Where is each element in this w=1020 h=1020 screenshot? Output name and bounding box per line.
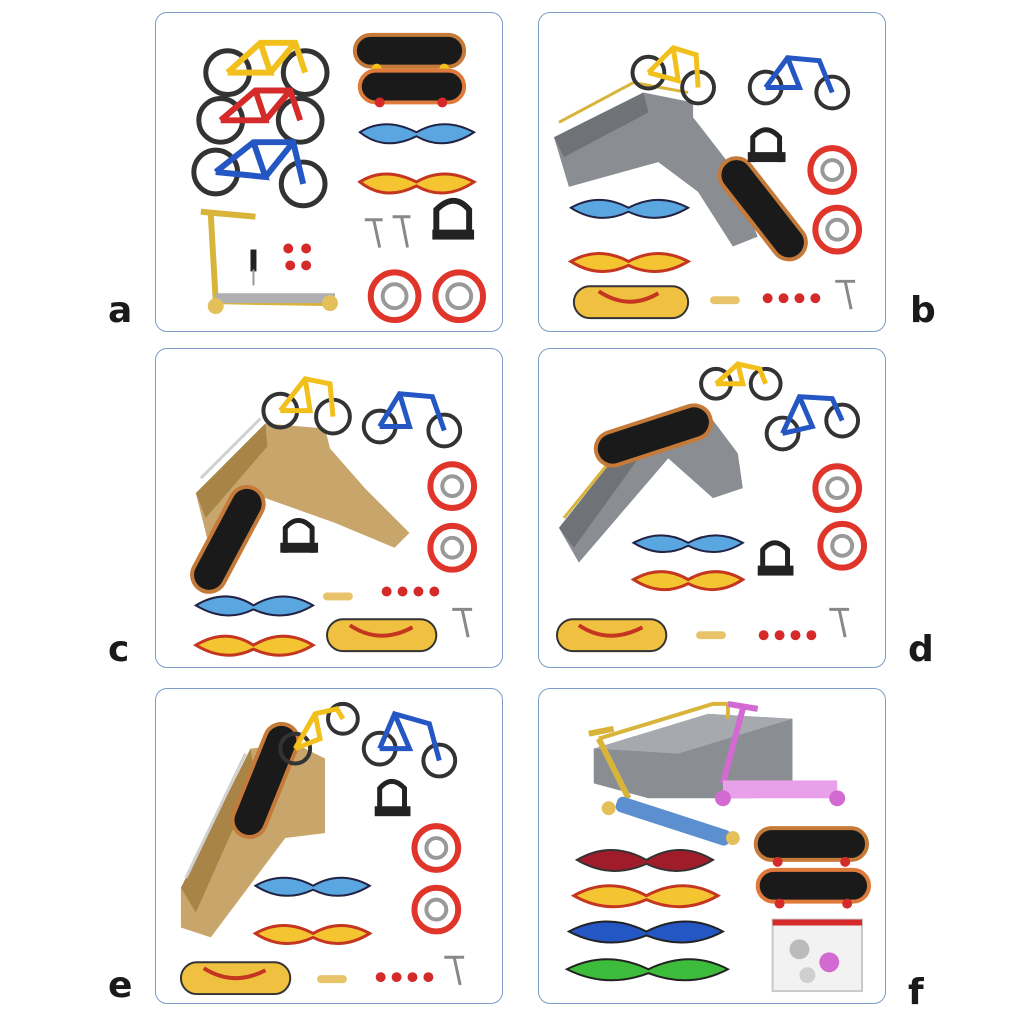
t-tools bbox=[364, 215, 411, 248]
panel-d bbox=[538, 348, 886, 668]
bike-yellow bbox=[261, 376, 352, 436]
bike-blue bbox=[361, 710, 458, 779]
axle-part bbox=[710, 296, 740, 305]
skateboard-2 bbox=[755, 867, 871, 909]
axle-part bbox=[317, 975, 347, 984]
panel-label-d: d bbox=[908, 629, 934, 670]
red-bearings bbox=[758, 630, 817, 641]
panel-e-illustration bbox=[179, 701, 465, 996]
skateboard-graphic bbox=[179, 961, 292, 996]
caster-board-blue bbox=[566, 920, 726, 944]
spare-wheels bbox=[411, 823, 462, 935]
caster-board-yellow bbox=[192, 634, 316, 657]
red-bearings bbox=[381, 586, 440, 597]
red-bearings bbox=[762, 293, 821, 304]
panel-c bbox=[155, 348, 503, 668]
axle-part bbox=[323, 592, 353, 601]
panel-d-illustration bbox=[555, 361, 868, 653]
skateboard-2 bbox=[357, 68, 467, 108]
panel-label-a: a bbox=[108, 290, 133, 331]
scooter-pink bbox=[714, 700, 846, 807]
panel-label-e: e bbox=[108, 965, 133, 1006]
skateboard bbox=[190, 484, 266, 594]
ramp-gold bbox=[195, 417, 410, 553]
scooter-gold bbox=[588, 725, 740, 846]
skateboard-graphic bbox=[555, 618, 668, 653]
bike-blue bbox=[764, 394, 861, 452]
panel-a-illustration bbox=[191, 32, 487, 324]
panel-label-f: f bbox=[908, 972, 924, 1013]
bike-yellow bbox=[630, 44, 716, 106]
caster-board-blue bbox=[358, 123, 477, 145]
axle-part bbox=[696, 631, 726, 640]
t-tool bbox=[829, 607, 850, 638]
t-tool bbox=[444, 955, 465, 986]
caster-board-yellow bbox=[630, 570, 746, 591]
t-tool bbox=[835, 279, 856, 310]
panel-e bbox=[155, 688, 503, 1004]
caster-board-yellow bbox=[252, 924, 373, 945]
caster-board-darkred bbox=[574, 849, 715, 872]
caster-board-yellow bbox=[568, 252, 692, 273]
t-tool bbox=[452, 607, 473, 638]
panel-label-b: b bbox=[910, 290, 936, 331]
bike-blue bbox=[747, 55, 851, 111]
caster-board-blue bbox=[631, 534, 745, 553]
bike-blue bbox=[361, 391, 463, 449]
panel-b-illustration bbox=[553, 44, 863, 320]
u-lock bbox=[432, 197, 475, 240]
caster-board-blue bbox=[568, 198, 691, 219]
skateboard-graphic bbox=[572, 285, 690, 320]
u-lock bbox=[280, 517, 319, 553]
panel-f-illustration bbox=[564, 700, 871, 993]
caster-board-blue bbox=[253, 876, 372, 897]
spare-wheels bbox=[812, 463, 868, 571]
spare-wheels bbox=[807, 145, 863, 255]
skateboard-1 bbox=[753, 826, 869, 867]
ramp-gray bbox=[593, 701, 793, 799]
skateboard-graphic bbox=[326, 618, 438, 653]
bike-blue bbox=[191, 139, 328, 209]
caster-board-blue bbox=[193, 595, 316, 617]
parts-bag bbox=[771, 918, 864, 993]
caster-board-green bbox=[564, 958, 731, 982]
skateboard bbox=[593, 403, 713, 468]
panel-c-illustration bbox=[190, 376, 478, 657]
u-lock bbox=[747, 127, 786, 163]
bike-yellow bbox=[699, 361, 783, 401]
bike-yellow bbox=[203, 39, 330, 97]
panel-f bbox=[538, 688, 886, 1004]
scooter-gold bbox=[200, 208, 338, 315]
spare-wheels bbox=[427, 461, 478, 573]
panel-label-c: c bbox=[108, 629, 130, 670]
caster-board-yellow bbox=[570, 884, 721, 909]
ramp-gold bbox=[180, 743, 326, 938]
skateboard-1 bbox=[352, 32, 467, 74]
u-lock bbox=[374, 778, 411, 817]
spare-wheels bbox=[367, 269, 487, 324]
panel-a bbox=[155, 12, 503, 332]
u-lock bbox=[757, 540, 794, 576]
panel-b bbox=[538, 12, 886, 332]
skateboard bbox=[717, 156, 808, 262]
bike-yellow bbox=[278, 701, 360, 766]
ramp-gray bbox=[553, 81, 758, 247]
red-bearings bbox=[283, 243, 312, 271]
screwdriver bbox=[250, 249, 257, 286]
bike-red bbox=[196, 87, 325, 145]
red-bearings bbox=[375, 972, 434, 983]
caster-board-yellow bbox=[357, 172, 477, 195]
